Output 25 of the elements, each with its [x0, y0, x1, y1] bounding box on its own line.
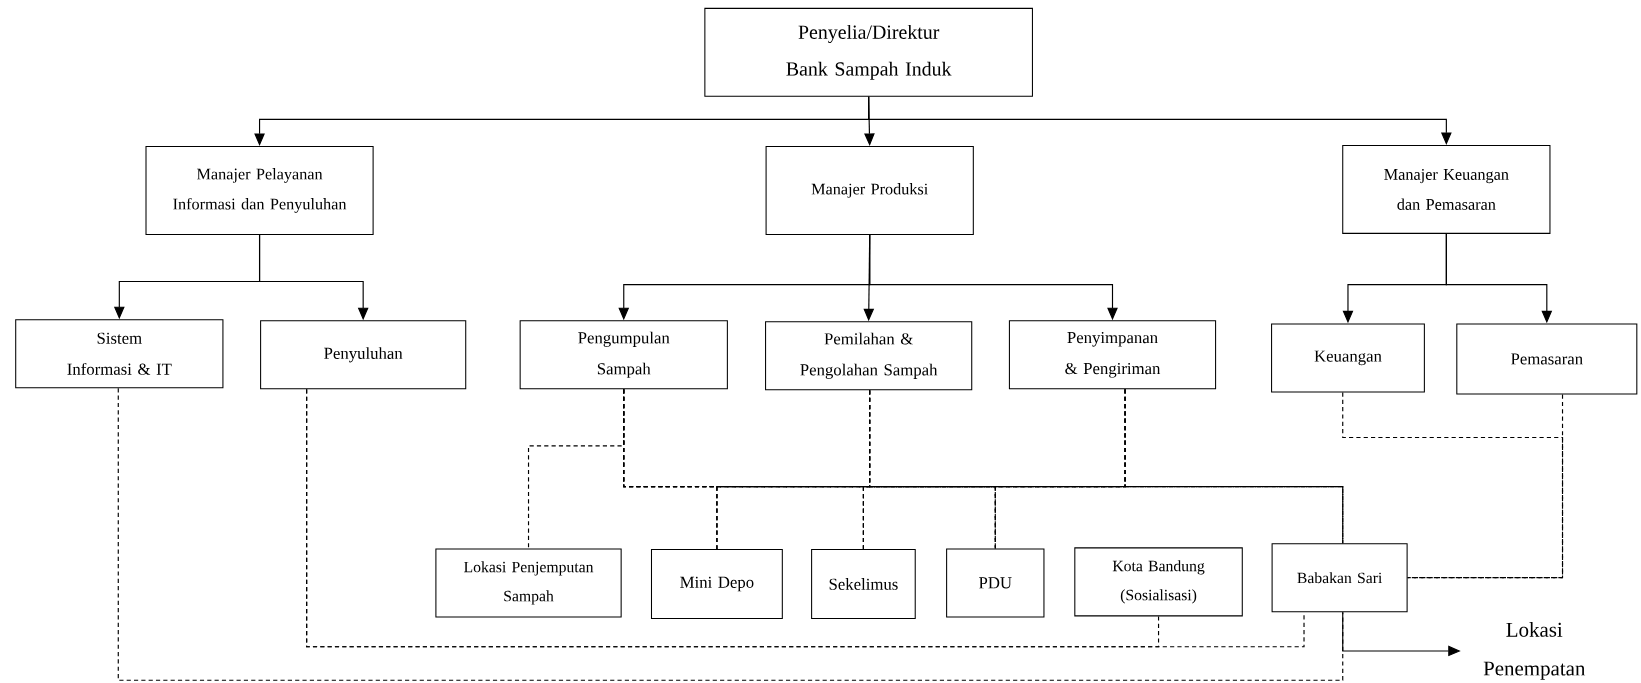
dashed-connector [1342, 391, 1564, 579]
org-box: Manajer Produksi [765, 145, 974, 235]
org-box: Mini Depo [650, 548, 783, 619]
org-box: PDU [946, 548, 1045, 618]
org-box: Lokasi Penjemputan Sampah [435, 548, 622, 618]
dashed-connector [1124, 388, 1344, 544]
location-label: Lokasi Penempatan [1483, 621, 1586, 680]
org-box: Manajer Keuangan dan Pemasaran [1342, 144, 1551, 234]
org-box: Pemilahan & Pengolahan Sampah [765, 321, 973, 391]
org-box: Sekelimus [811, 548, 916, 619]
org-box: Babakan Sari [1271, 542, 1408, 613]
org-box: Penyimpanan & Pengiriman [1008, 320, 1217, 390]
dashed-connector [117, 387, 1344, 681]
dashed-connector [1407, 393, 1564, 579]
org-box: Sistem Informasi & IT [15, 319, 224, 389]
dashed-connector [869, 389, 1344, 544]
org-box: Penyuluhan [260, 320, 467, 390]
arrow [259, 234, 369, 320]
org-box: Manajer Pelayanan Informasi dan Penyuluhan [145, 145, 374, 235]
org-box: Pengumpulan Sampah [519, 320, 728, 390]
org-box: Pemasaran [1456, 323, 1638, 395]
org-box: Kota Bandung (Sosialisasi) [1074, 547, 1243, 617]
arrow [869, 234, 1118, 320]
org-box: Penyelia/Direktur Bank Sampah Induk [704, 7, 1033, 97]
org-box: Keuangan [1271, 323, 1425, 393]
